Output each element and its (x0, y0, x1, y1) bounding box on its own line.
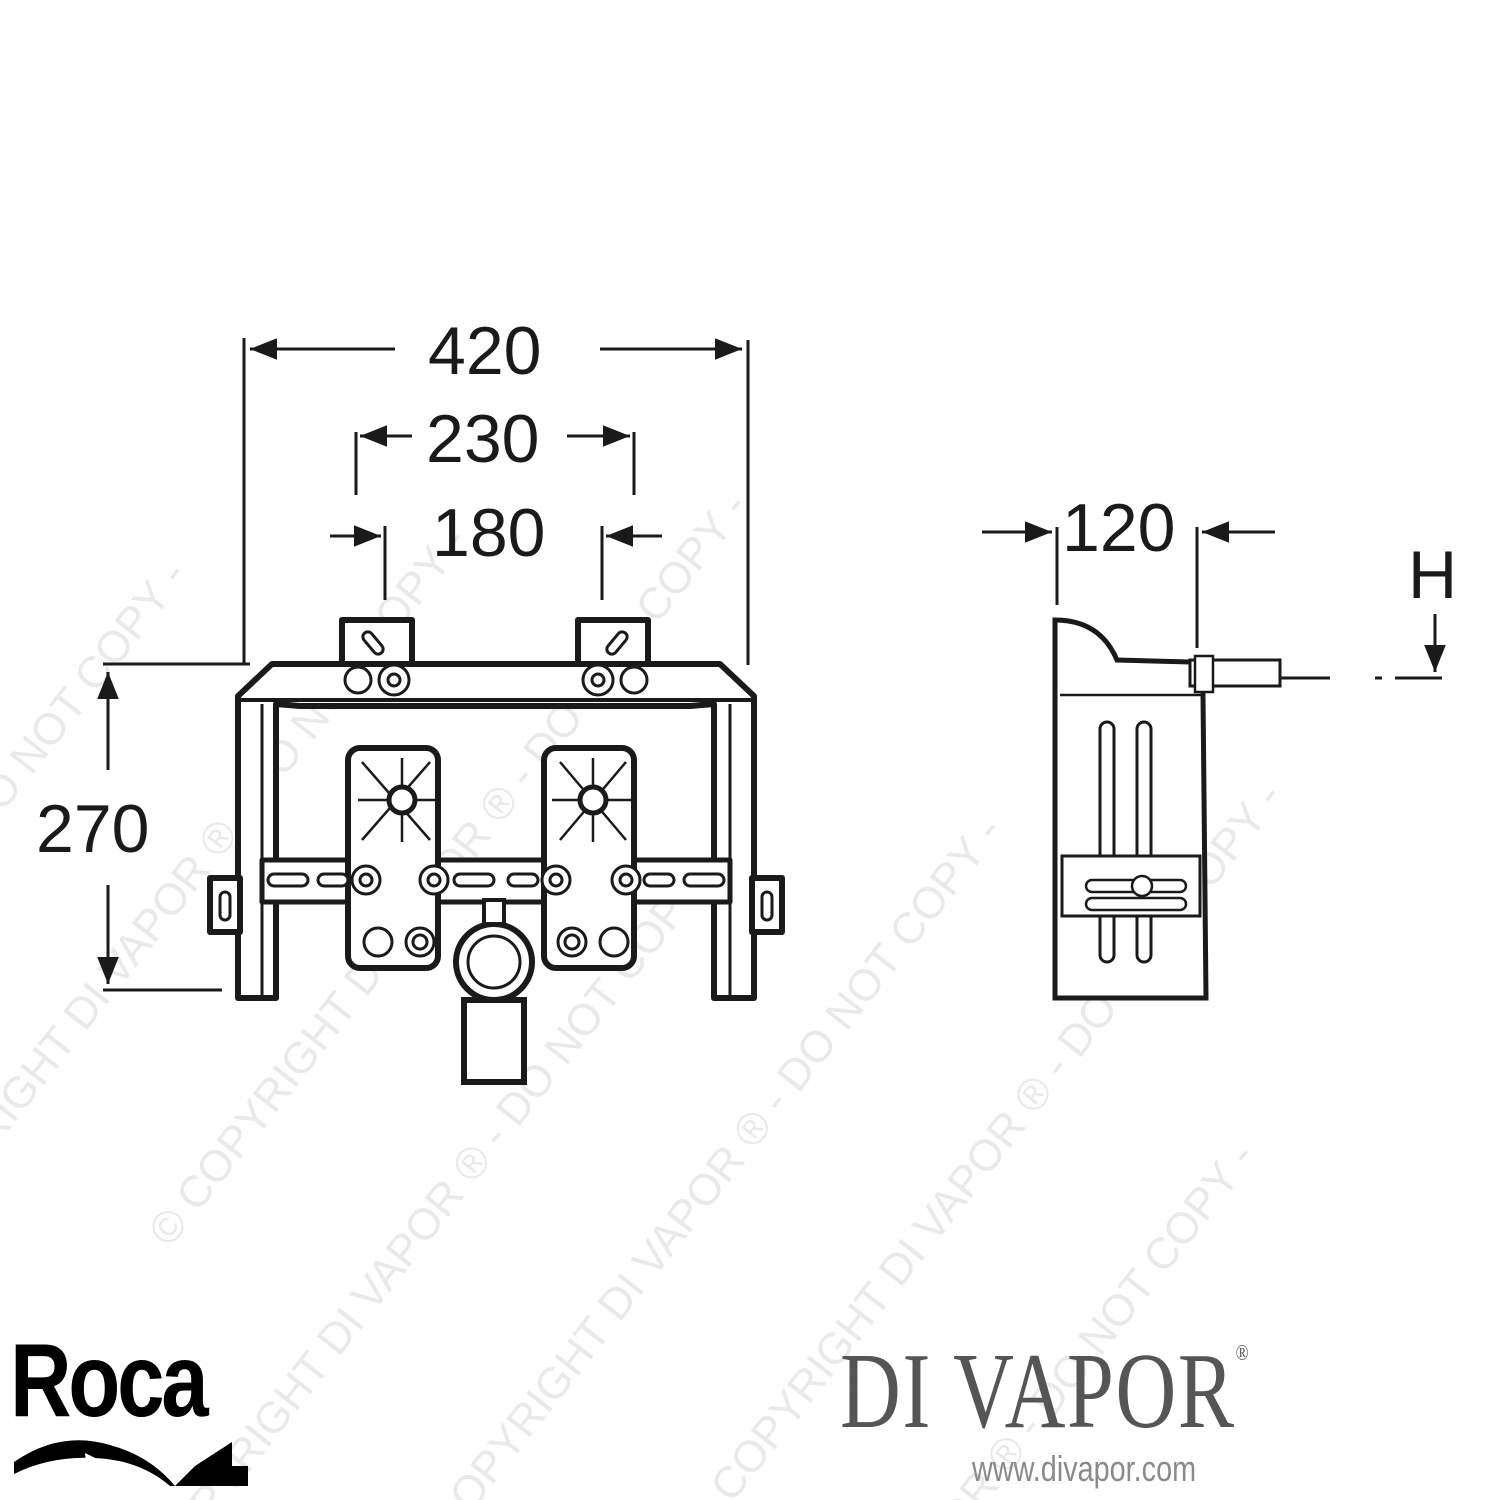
divapor-url: www.divapor.com (972, 1448, 1197, 1489)
front-view-dimensions (97, 338, 750, 992)
dim-overall-width: 420 (428, 313, 541, 389)
registered-mark: ® (1235, 1340, 1251, 1365)
mounting-plate-details (266, 758, 726, 958)
dim-inner-inlet-spacing: 180 (432, 495, 545, 571)
drain-outlet (453, 898, 535, 1085)
divapor-logo-text: DI VAPOR (840, 1332, 1236, 1451)
dim-depth: 120 (1062, 490, 1175, 566)
dim-height-marker: H (1408, 537, 1457, 613)
dim-height: 270 (36, 791, 149, 867)
roca-logo: Roca (10, 1323, 209, 1439)
dim-outer-inlet-spacing: 230 (426, 401, 539, 477)
inlet-fittings (343, 630, 649, 697)
side-view-frame (1052, 617, 1282, 1001)
divapor-logo: DI VAPOR® (840, 1330, 1250, 1454)
